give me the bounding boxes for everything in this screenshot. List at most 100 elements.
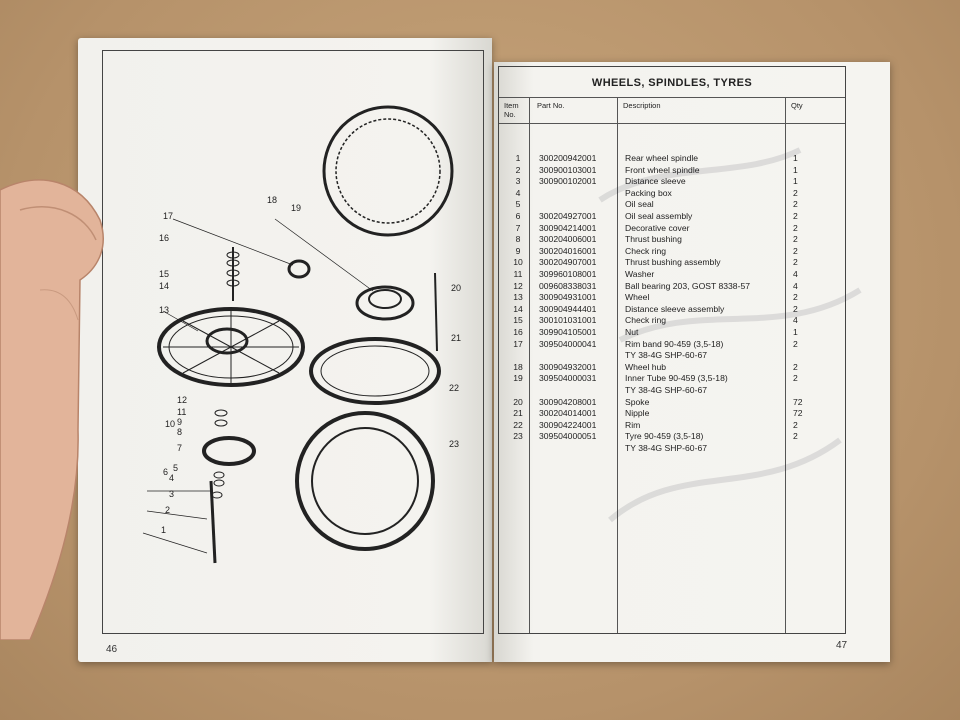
header-top-rule [499,97,845,98]
cell-qty: 1 [793,176,798,187]
callout-8: 8 [177,427,182,437]
callout-22: 22 [449,383,459,393]
cell-description: Ball bearing 203, GOST 8338-57 [625,280,751,291]
cell-item: 11 [513,269,523,279]
cell-item: 15 [513,315,523,326]
callout-2: 2 [165,505,170,515]
parts-table: WHEELS, SPINDLES, TYRES Item No. Part No… [498,66,846,634]
cell-item: 3 [515,176,521,187]
cell-description: Nipple [625,408,650,419]
table-row: TY 38-4G SHP-60-67 [499,350,845,362]
table-row: 22 300904224001 Rim 2 [499,420,845,432]
cell-description: Decorative cover [625,222,690,233]
cell-item: 10 [513,257,523,268]
cell-part-no: 300200942001 [539,153,597,163]
cell-description: Tyre 90-459 (3,5-18) [625,431,704,442]
cell-description: Inner Tube 90-459 (3,5-18) [625,373,728,384]
callout-11: 11 [177,407,186,417]
cell-part-no: 300101031001 [539,315,597,326]
cell-item: 7 [515,222,521,233]
cell-item: 6 [515,211,521,221]
cell-part-no: 009608338031 [539,280,597,291]
cell-qty: 2 [793,257,798,268]
cell-part-no: 300204016001 [539,245,597,256]
header-part: Part No. [537,101,565,110]
cell-description: Distance sleeve [625,176,686,187]
cell-item: 2 [515,164,521,175]
cell-description: Spoke [625,396,650,407]
cell-part-no: 309504000031 [539,373,597,384]
cell-description: Packing box [625,187,672,198]
cell-qty: 4 [793,280,798,291]
col-divider-3 [785,97,786,633]
header-desc: Description [623,101,661,110]
cell-item: 23 [513,431,523,442]
callout-18: 18 [267,195,277,205]
header-bottom-rule [499,123,845,124]
cell-description: Rear wheel spindle [625,153,699,163]
cell-item: 22 [513,419,523,430]
cell-part-no: 300204014001 [539,408,597,419]
cell-description: Washer [625,269,655,279]
cell-description: Wheel hub [625,361,667,372]
cell-qty: 2 [793,187,798,198]
cell-part-no: 300904944401 [539,303,597,314]
header-item: Item No. [504,101,519,119]
cell-item: 8 [515,234,521,245]
cell-qty: 2 [793,303,798,314]
right-page: WHEELS, SPINDLES, TYRES Item No. Part No… [494,62,890,662]
cell-item: 18 [513,361,523,372]
cell-description: Rim [625,419,641,430]
cell-part-no: 309504000051 [539,431,597,442]
cell-qty: 1 [793,327,798,337]
cell-description: Oil seal [625,199,654,210]
cell-qty: 2 [793,373,798,384]
cell-item: 13 [513,292,523,303]
diagram-frame: 1 2 3 4 5 6 7 8 9 10 11 12 13 14 15 16 1 [102,50,484,634]
cell-qty: 2 [793,419,798,430]
cell-qty: 4 [793,269,798,279]
cell-qty: 2 [793,222,798,233]
cell-qty: 2 [793,199,798,210]
callout-6: 6 [163,467,168,477]
page-number-left: 46 [106,644,118,655]
callout-20: 20 [451,283,461,293]
cell-item: 1 [515,153,521,163]
callout-3: 3 [169,489,174,499]
callout-16: 16 [159,233,169,243]
cell-item: 4 [515,187,521,198]
callout-12: 12 [177,395,187,405]
cell-description: Check ring [625,245,667,256]
cell-qty: 2 [793,234,798,245]
cell-item: 17 [513,338,523,349]
cell-part-no: 300904224001 [539,419,597,430]
table-row: 10 300204907001 Thrust bushing assembly 2 [499,257,845,269]
cell-qty: 4 [793,315,798,326]
cell-description: Thrust bushing assembly [625,257,721,268]
cell-part-no: 309504000041 [539,338,597,349]
col-divider-1 [529,97,530,633]
cell-item: 14 [513,303,523,314]
cell-part-no: 300204907001 [539,257,597,268]
table-title: WHEELS, SPINDLES, TYRES [591,77,753,89]
cell-description: Nut [625,327,639,337]
cell-qty: 2 [793,338,798,349]
cell-item: 16 [513,327,523,337]
cell-description: TY 38-4G SHP-60-67 [625,350,707,361]
cell-qty: 1 [793,164,798,175]
callout-13: 13 [159,305,169,315]
cell-qty: 1 [793,153,798,163]
